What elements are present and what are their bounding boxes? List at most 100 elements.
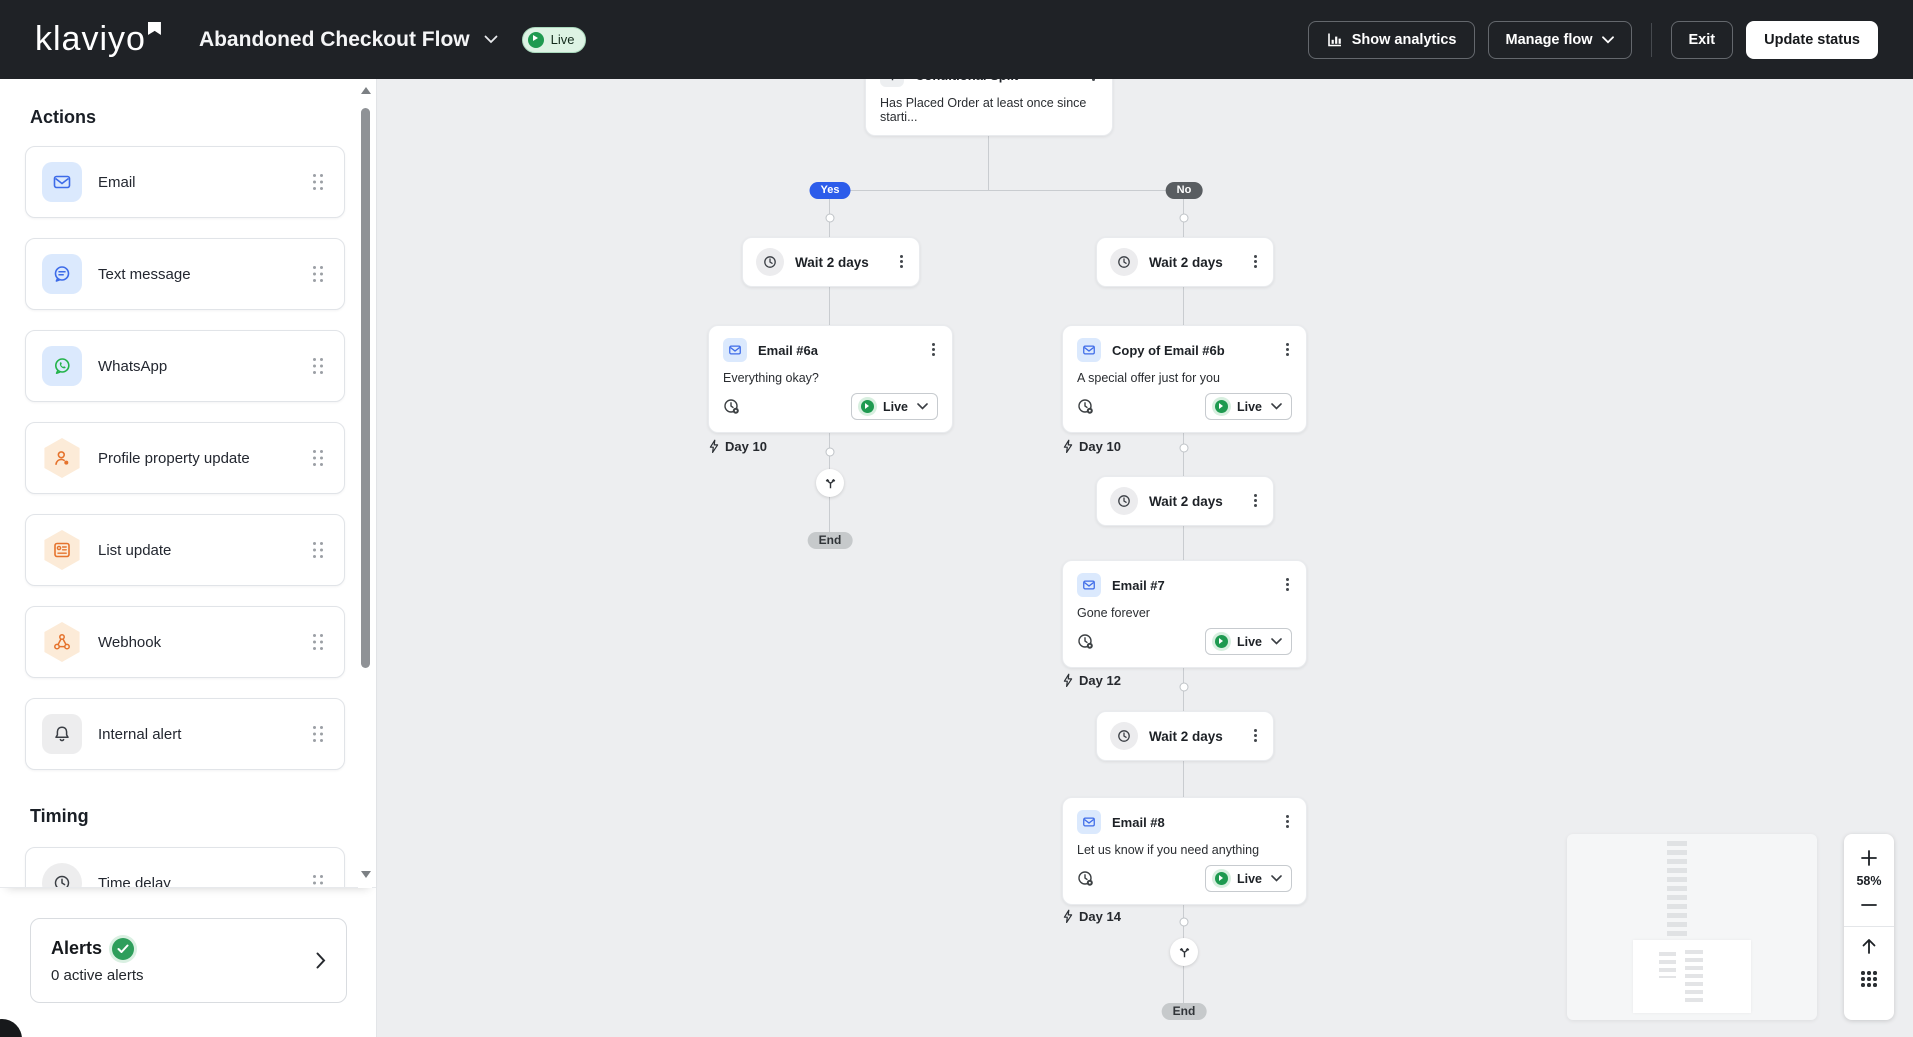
list-icon — [42, 530, 82, 570]
drag-handle-icon[interactable] — [313, 266, 324, 282]
action-item-webhook[interactable]: Webhook — [25, 606, 345, 678]
drag-handle-icon[interactable] — [313, 634, 324, 650]
sidebar-scrollbar[interactable] — [358, 79, 372, 888]
play-icon — [1215, 872, 1228, 885]
flow-node-wait[interactable]: Wait 2 days — [1096, 237, 1274, 287]
klaviyo-logo[interactable]: klaviyo — [35, 20, 161, 59]
bar-chart-icon — [1326, 31, 1343, 48]
zoom-in-button[interactable] — [1852, 845, 1886, 871]
action-item-text-message[interactable]: Text message — [25, 238, 345, 310]
action-item-profile-property-update[interactable]: Profile property update — [25, 422, 345, 494]
email-subject: A special offer just for you — [1077, 371, 1292, 385]
manage-flow-button[interactable]: Manage flow — [1488, 21, 1632, 59]
kebab-menu-icon[interactable] — [1092, 79, 1096, 82]
wait-label: Wait 2 days — [1149, 729, 1243, 744]
status-select[interactable]: Live — [1205, 628, 1292, 655]
kebab-menu-icon[interactable] — [1254, 255, 1258, 269]
drag-handle-icon[interactable] — [313, 542, 324, 558]
kebab-menu-icon[interactable] — [900, 255, 904, 269]
yes-branch-pill: Yes — [810, 182, 851, 199]
action-item-time-delay[interactable]: Time delay — [25, 847, 345, 888]
actions-sidebar: Actions Email Text message WhatsA — [0, 79, 376, 1037]
day-marker: Day 14 — [1062, 909, 1121, 924]
drag-handle-icon[interactable] — [313, 450, 324, 466]
update-status-button[interactable]: Update status — [1746, 21, 1878, 59]
status-select-label: Live — [883, 400, 908, 414]
connector-dot — [1180, 444, 1189, 453]
manage-flow-label: Manage flow — [1506, 32, 1593, 48]
smart-sending-icon — [1077, 633, 1094, 650]
lightning-icon — [1062, 673, 1074, 688]
chevron-right-icon[interactable] — [316, 952, 326, 969]
drag-handle-icon[interactable] — [313, 358, 324, 374]
show-analytics-button[interactable]: Show analytics — [1308, 21, 1475, 59]
zoom-out-button[interactable] — [1852, 892, 1886, 918]
status-select-label: Live — [1237, 635, 1262, 649]
flow-node-wait[interactable]: Wait 2 days — [1096, 476, 1274, 526]
title-chevron-down-icon[interactable] — [484, 35, 498, 44]
drag-handle-icon[interactable] — [313, 875, 324, 888]
email-subject: Let us know if you need anything — [1077, 843, 1292, 857]
branch-merge-icon[interactable] — [816, 469, 844, 497]
status-select[interactable]: Live — [851, 393, 938, 420]
kebab-menu-icon[interactable] — [1286, 815, 1290, 829]
minimap-viewport[interactable] — [1633, 940, 1751, 1013]
branch-merge-icon[interactable] — [1170, 938, 1198, 966]
kebab-menu-icon[interactable] — [1254, 729, 1258, 743]
email-icon — [1077, 810, 1101, 834]
no-branch-pill: No — [1166, 182, 1203, 199]
kebab-menu-icon[interactable] — [1286, 343, 1290, 357]
exit-button[interactable]: Exit — [1671, 21, 1734, 59]
play-icon — [528, 32, 544, 48]
drag-handle-icon[interactable] — [313, 174, 324, 190]
wait-label: Wait 2 days — [795, 255, 889, 270]
scroll-down-arrow-icon[interactable] — [361, 871, 371, 878]
drag-handle-icon[interactable] — [313, 726, 324, 742]
action-item-email[interactable]: Email — [25, 146, 345, 218]
action-item-list-update[interactable]: List update — [25, 514, 345, 586]
grid-dots-icon[interactable] — [1861, 971, 1877, 987]
flow-node-wait[interactable]: Wait 2 days — [1096, 711, 1274, 761]
minimap-nodes — [1685, 950, 1703, 1006]
status-badge-label: Live — [551, 32, 575, 47]
flow-minimap[interactable] — [1567, 834, 1817, 1020]
alerts-subtitle: 0 active alerts — [51, 967, 144, 984]
zoom-percent: 58% — [1856, 874, 1881, 888]
email-icon — [1077, 573, 1101, 597]
exit-label: Exit — [1689, 32, 1716, 48]
flow-node-email-7[interactable]: Email #7 Gone forever Live — [1062, 560, 1307, 668]
flow-node-wait[interactable]: Wait 2 days — [742, 237, 920, 287]
action-item-whatsapp[interactable]: WhatsApp — [25, 330, 345, 402]
scroll-to-top-button[interactable] — [1852, 933, 1886, 959]
kebab-menu-icon[interactable] — [1254, 494, 1258, 508]
action-item-internal-alert[interactable]: Internal alert — [25, 698, 345, 770]
top-bar: klaviyo Abandoned Checkout Flow Live Sho… — [0, 0, 1913, 79]
minus-icon — [1860, 896, 1878, 914]
email-subject: Gone forever — [1077, 606, 1292, 620]
lightning-icon — [708, 439, 720, 454]
status-select[interactable]: Live — [1205, 393, 1292, 420]
alerts-panel[interactable]: Alerts 0 active alerts — [30, 918, 347, 1003]
chevron-down-icon — [1602, 36, 1614, 44]
kebab-menu-icon[interactable] — [1286, 578, 1290, 592]
status-select[interactable]: Live — [1205, 865, 1292, 892]
action-label: Profile property update — [98, 450, 250, 467]
flow-node-email-8[interactable]: Email #8 Let us know if you need anythin… — [1062, 797, 1307, 905]
clock-icon — [1110, 248, 1138, 276]
flow-node-email-6a[interactable]: Email #6a Everything okay? Live — [708, 325, 953, 433]
scrollbar-thumb[interactable] — [361, 108, 370, 668]
kebab-menu-icon[interactable] — [932, 343, 936, 357]
flow-canvas[interactable]: Conditional Split Has Placed Order at le… — [376, 79, 1913, 1037]
play-icon — [861, 400, 874, 413]
flow-node-conditional-split[interactable]: Conditional Split Has Placed Order at le… — [865, 79, 1113, 136]
split-icon — [880, 79, 904, 87]
flow-node-email-6b[interactable]: Copy of Email #6b A special offer just f… — [1062, 325, 1307, 433]
scroll-up-arrow-icon[interactable] — [361, 87, 371, 94]
action-label: List update — [98, 542, 171, 559]
email-icon — [1077, 338, 1101, 362]
connector-dot — [1180, 214, 1189, 223]
end-pill: End — [1162, 1003, 1207, 1020]
smart-sending-icon — [723, 398, 740, 415]
show-analytics-label: Show analytics — [1352, 32, 1457, 48]
node-title: Email #7 — [1112, 578, 1275, 593]
